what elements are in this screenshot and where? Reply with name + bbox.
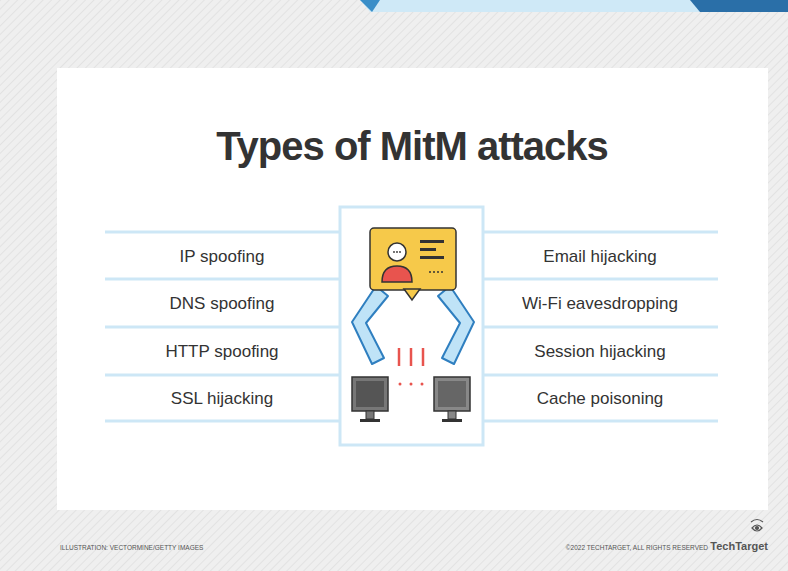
right-hand (438, 286, 474, 364)
slide-accent (690, 0, 788, 12)
mitm-illustration (340, 207, 483, 445)
attack-type: Email hijacking (543, 247, 656, 267)
attack-type: HTTP spoofing (165, 342, 278, 362)
attack-type: SSL hijacking (171, 389, 273, 409)
slide-band (360, 0, 788, 12)
slide-accent (360, 0, 380, 12)
id-card (370, 228, 456, 290)
credit-note: ILLUSTRATION: VECTORMINE/GETTY IMAGES (60, 544, 203, 551)
right-monitor (434, 377, 470, 422)
logo-eye (751, 520, 763, 532)
left-hand (352, 286, 388, 364)
person-body (382, 266, 412, 282)
attack-type: DNS spoofing (170, 294, 275, 314)
white-panel (57, 68, 768, 510)
left-monitor (352, 377, 388, 422)
brand-logo: TechTarget (710, 540, 768, 553)
diagram-title: Types of MitM attacks (216, 123, 608, 169)
signal-dashes (399, 348, 423, 366)
attack-type: IP spoofing (180, 247, 265, 267)
card-tail (404, 289, 420, 300)
person-head (388, 243, 406, 261)
attack-type: Wi-Fi eavesdropping (522, 294, 678, 314)
attack-type: Session hijacking (534, 342, 665, 362)
copyright-note: ©2022 TECHTARGET, ALL RIGHTS RESERVED (566, 544, 708, 551)
attack-type: Cache poisoning (537, 389, 664, 409)
